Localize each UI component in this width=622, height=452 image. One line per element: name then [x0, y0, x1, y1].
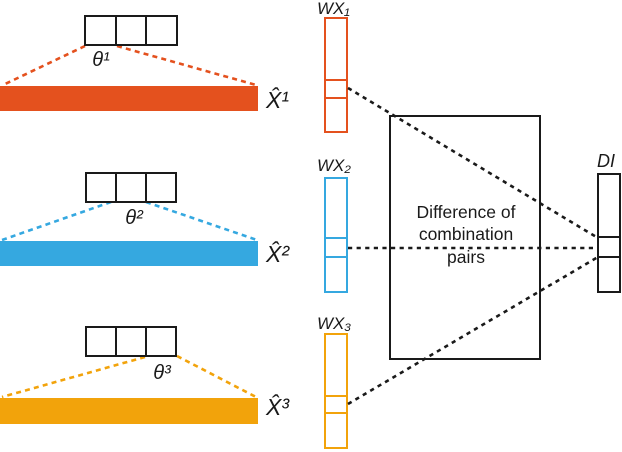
projection-line-3-left — [1, 355, 146, 399]
di-label: DI — [597, 151, 615, 171]
theta-2-label: θ² — [125, 207, 144, 229]
kernel-box-2 — [85, 172, 177, 203]
di-output: DI — [597, 151, 621, 293]
wx1-label: WX₁ — [317, 0, 350, 18]
difference-box-outline — [389, 115, 541, 360]
combination-line-1 — [347, 86, 599, 240]
projection-line-2-left — [1, 200, 112, 242]
projection-line-3-right — [176, 354, 257, 399]
stream-2-group: θ² X̂² WX₂ — [0, 156, 351, 293]
wx2-label: WX₂ — [317, 156, 351, 175]
projection-line-2-right — [145, 200, 258, 242]
di-column-outline — [597, 173, 621, 293]
wx3-column-outline — [324, 333, 348, 449]
projection-line-1-left — [2, 44, 86, 87]
kernel-box-3 — [85, 326, 177, 357]
signal-bar-3 — [0, 398, 258, 424]
kernel-box-1-outline — [84, 15, 178, 46]
projection-line-1-right — [116, 44, 257, 87]
theta-3-label: θ³ — [153, 362, 172, 384]
combination-line-3 — [347, 255, 599, 406]
difference-box-label-line-2: combination — [419, 224, 513, 244]
signal-label-3: X̂³ — [265, 393, 290, 420]
signal-bar-2 — [0, 241, 258, 266]
difference-box-label-line-3: pairs — [447, 247, 485, 267]
difference-box: Difference of combination pairs — [389, 115, 541, 360]
difference-box-label-line-1: Difference of — [417, 202, 516, 222]
wx2-column-outline — [324, 177, 348, 293]
wx1-column — [324, 17, 348, 133]
signal-label-1: X̂¹ — [265, 86, 289, 113]
theta-1-label: θ¹ — [92, 49, 110, 71]
wx3-column — [324, 333, 348, 449]
stream-1-group: θ¹ X̂¹ WX₁ — [0, 0, 350, 133]
kernel-box-1 — [84, 15, 178, 46]
wx1-column-outline — [324, 17, 348, 133]
kernel-box-3-outline — [85, 326, 177, 357]
kernel-box-2-outline — [85, 172, 177, 203]
signal-label-2: X̂² — [265, 240, 290, 267]
stream-3-group: θ³ X̂³ WX₃ — [0, 314, 351, 449]
wx2-column — [324, 177, 348, 293]
wx3-label: WX₃ — [317, 314, 351, 333]
signal-bar-1 — [0, 86, 258, 111]
